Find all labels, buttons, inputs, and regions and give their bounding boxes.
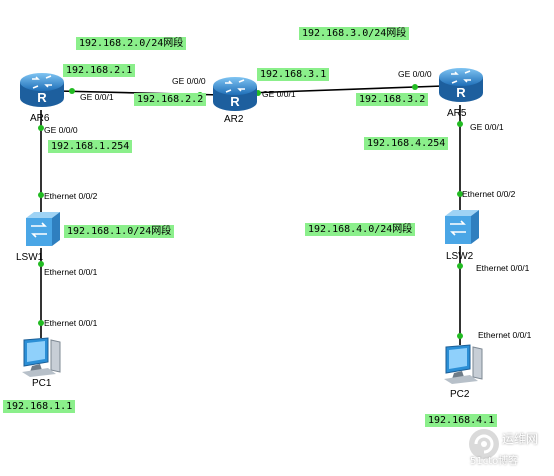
ip-ar5-ge000: 192.168.3.2 xyxy=(356,93,429,106)
pc1-icon[interactable] xyxy=(18,336,66,378)
router-ar6-icon[interactable]: R xyxy=(18,70,66,110)
svg-text:R: R xyxy=(456,85,466,100)
ip-ar6-ge001: 192.168.2.1 xyxy=(63,64,136,77)
port-lsw1-e002: Ethernet 0/0/2 xyxy=(44,191,98,201)
link-dot xyxy=(38,320,44,326)
segment-label-2: 192.168.2.0/24网段 xyxy=(76,37,187,50)
port-ar6-ge001: GE 0/0/1 xyxy=(80,92,114,102)
link-dot xyxy=(457,191,463,197)
watermark-logo: 运维网 51cto博客 xyxy=(464,426,550,472)
link-dot xyxy=(457,263,463,269)
link-ar2-ar5 xyxy=(246,85,444,94)
port-ar6-ge000: GE 0/0/0 xyxy=(44,125,78,135)
watermark-text: 运维网 xyxy=(502,432,539,446)
pc2-name: PC2 xyxy=(450,389,470,400)
switch-lsw1-name: LSW1 xyxy=(16,252,44,263)
switch-lsw2-name: LSW2 xyxy=(446,251,474,262)
pc1-name: PC1 xyxy=(32,378,52,389)
port-lsw2-e001: Ethernet 0/0/1 xyxy=(476,263,530,273)
ip-ar2-ge001: 192.168.3.1 xyxy=(257,68,330,81)
port-ar5-ge000: GE 0/0/0 xyxy=(398,69,432,79)
ip-pc1: 192.168.1.1 xyxy=(3,400,76,413)
link-dot xyxy=(69,88,75,94)
svg-text:R: R xyxy=(37,90,47,105)
link-dot xyxy=(457,333,463,339)
segment-label-1: 192.168.1.0/24网段 xyxy=(64,225,175,238)
router-ar5-name: AR5 xyxy=(447,108,467,119)
port-lsw2-e002: Ethernet 0/0/2 xyxy=(462,189,516,199)
ip-ar6-ge000: 192.168.1.254 xyxy=(48,140,133,153)
link-dot xyxy=(412,84,418,90)
router-ar2-name: AR2 xyxy=(224,114,244,125)
link-dot xyxy=(38,125,44,131)
segment-label-4: 192.168.4.0/24网段 xyxy=(305,223,416,236)
port-pc2-e001: Ethernet 0/0/1 xyxy=(478,330,532,340)
ip-ar2-ge000: 192.168.2.2 xyxy=(134,93,207,106)
port-lsw1-e001: Ethernet 0/0/1 xyxy=(44,267,98,277)
port-ar2-ge000: GE 0/0/0 xyxy=(172,76,206,86)
segment-label-3: 192.168.3.0/24网段 xyxy=(299,27,410,40)
port-ar2-ge001: GE 0/0/1 xyxy=(262,89,296,99)
svg-text:R: R xyxy=(230,94,240,109)
router-ar2-icon[interactable]: R xyxy=(211,74,259,114)
port-pc1-e001: Ethernet 0/0/1 xyxy=(44,318,98,328)
switch-lsw2-icon[interactable] xyxy=(441,208,481,248)
ip-pc2: 192.168.4.1 xyxy=(425,414,498,427)
ip-ar5-ge001: 192.168.4.254 xyxy=(364,137,449,150)
pc2-icon[interactable] xyxy=(440,343,488,385)
link-dot xyxy=(457,121,463,127)
link-dot xyxy=(38,192,44,198)
watermark-subtext: 51cto博客 xyxy=(470,456,519,467)
router-ar6-name: AR6 xyxy=(30,113,50,124)
port-ar5-ge001: GE 0/0/1 xyxy=(470,122,504,132)
link-dot xyxy=(38,261,44,267)
router-ar5-icon[interactable]: R xyxy=(437,65,485,105)
switch-lsw1-icon[interactable] xyxy=(22,210,62,250)
